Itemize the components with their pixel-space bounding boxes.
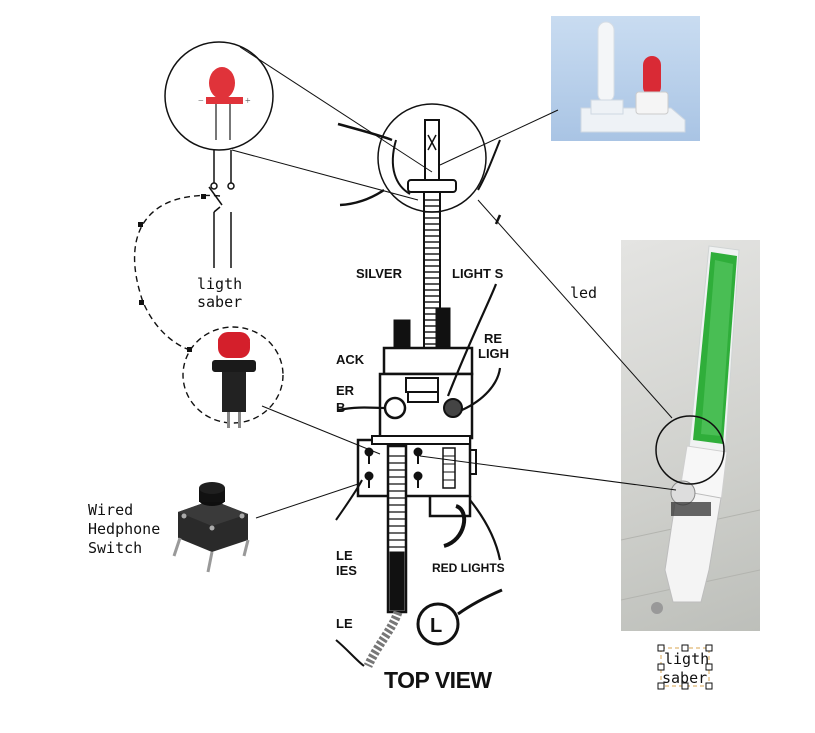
led-label-line1: ligth [197, 275, 242, 293]
led-component: − + [164, 41, 274, 151]
photo-caption-line2: saber [662, 669, 707, 687]
led-pointer-label: led [570, 284, 597, 302]
schematic-label-le-1: LE [336, 548, 353, 563]
schematic-label-l: L [430, 615, 442, 637]
svg-text:−: − [198, 96, 204, 107]
schematic-label-red-2: LIGH [478, 346, 509, 361]
schematic-label-light: LIGHT S [452, 266, 504, 281]
schematic-label-red-1: RE [484, 331, 502, 346]
tactile-switch [172, 482, 250, 573]
schematic-label-red-lights: RED LIGHTS [432, 561, 505, 575]
dashed-connection [133, 194, 284, 424]
svg-text:+: + [245, 96, 251, 107]
photo-caption-line1: ligth [664, 650, 709, 668]
top-view-title: TOP VIEW [384, 667, 492, 693]
switch-label-line1: Wired [88, 501, 133, 519]
schematic-label-black: ACK [336, 352, 365, 367]
saber-schematic [335, 103, 503, 668]
switch-label-line2: Hedphone [88, 520, 160, 538]
schematic-label-b: B [336, 400, 345, 415]
schematic-label-er: ER [336, 383, 355, 398]
schematic-label-silver: SILVER [356, 266, 403, 281]
schematic-label-le-2: LE [336, 616, 353, 631]
diffuser-caps-photo [551, 16, 700, 141]
push-button [212, 332, 256, 428]
led-label-line2: saber [197, 293, 242, 311]
leader-lines [231, 46, 725, 519]
switch-label-line3: Switch [88, 539, 142, 557]
schematic-label-ies: IES [336, 563, 357, 578]
light-saber-photo [621, 240, 760, 631]
photo-caption[interactable]: ligth saber [657, 644, 713, 690]
led-wires [208, 150, 235, 268]
